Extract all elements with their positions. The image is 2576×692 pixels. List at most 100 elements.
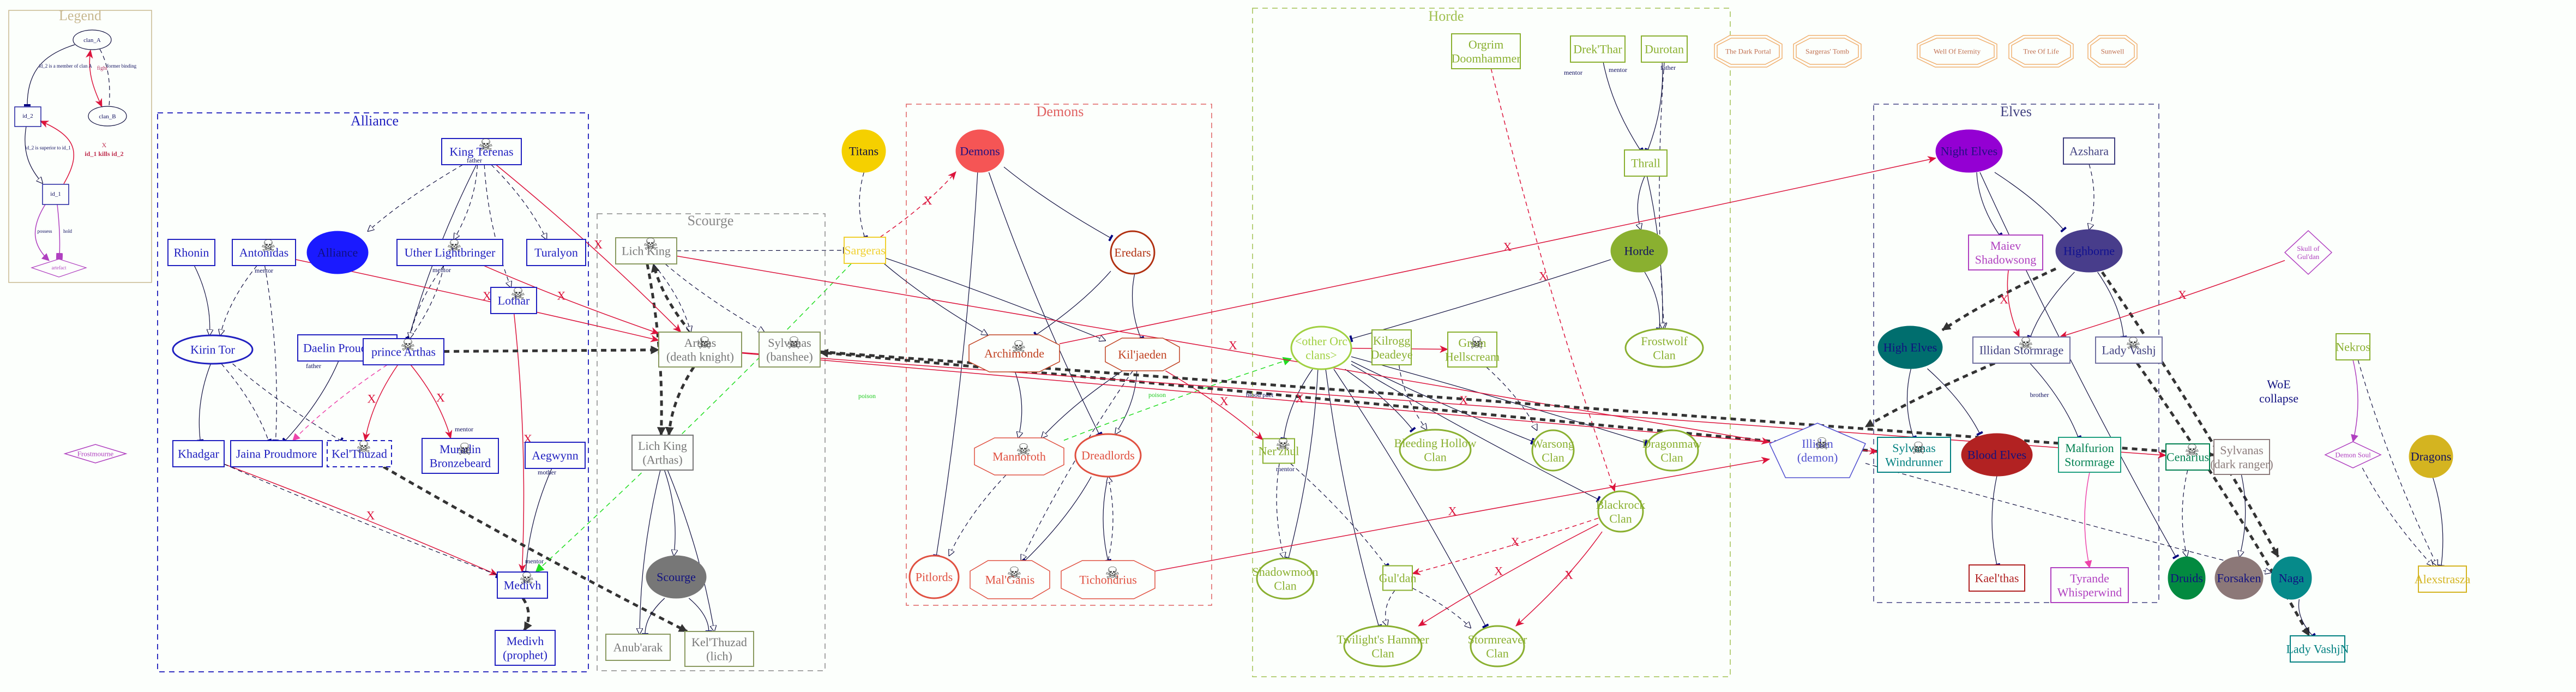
node-kaelthas[interactable]: Kael'thas [1969, 564, 2025, 592]
kill-mark: X [594, 238, 603, 251]
node-scourge[interactable]: Scourge [646, 555, 707, 599]
node-demon-soul[interactable]: Demon Soul [2324, 441, 2382, 468]
node-dreadlords[interactable]: Dreadlords [1074, 433, 1142, 478]
node-alliance[interactable]: Alliance [306, 231, 369, 274]
cluster-scourge-label: Scourge [688, 213, 734, 228]
node-medivh[interactable]: Medivh☠ [497, 570, 548, 599]
node-naga[interactable]: Naga [2271, 556, 2312, 600]
node-pitlords[interactable]: Pitlords [908, 555, 960, 599]
skull-icon: ☠ [1276, 436, 1291, 454]
node-mannoroth[interactable]: Mannoroth☠ [974, 437, 1064, 476]
node-lady-vashj-naga[interactable]: Lady VashjN [2286, 635, 2349, 663]
node-nerzhul[interactable]: Ner'zhul☠ [1259, 436, 1299, 464]
node-kirin-tor[interactable]: Kirin Tor [172, 334, 254, 365]
edge-uther-to-prince-arthas [410, 265, 444, 339]
node-horde[interactable]: Horde [1610, 229, 1668, 273]
node-uther[interactable]: Uther Lightbringer☠ [396, 237, 503, 266]
skull-icon: ☠ [261, 237, 276, 255]
node-label: Clan [1424, 450, 1447, 464]
legend-node-clan-b [88, 106, 127, 127]
node-highborne[interactable]: Highborne [2055, 229, 2123, 273]
node-lich-king-arthas[interactable]: Lich King(Arthas) [631, 435, 694, 471]
node-alexstrasza[interactable]: Alexstrasza [2415, 565, 2471, 593]
legend-node-artefact [31, 258, 87, 278]
node-kelthuzad[interactable]: Kel'Thuzad☠ [327, 438, 392, 467]
edge-medivh-to-medivh-prophet [521, 597, 532, 631]
node-tree-of-life[interactable]: Tree Of Life [2008, 35, 2074, 68]
node-titans[interactable]: Titans [841, 129, 886, 173]
node-malganis[interactable]: Mal'Ganis☠ [970, 560, 1050, 599]
node-dark-portal[interactable]: The Dark Portal [1714, 35, 1783, 68]
node-thrall[interactable]: Thrall [1624, 149, 1668, 177]
node-sylvanas-banshee[interactable]: Sylvanas(banshee)☠ [759, 332, 821, 368]
node-label: Forsaken [2217, 571, 2261, 585]
node-blood-elves[interactable]: Blood Elves [1961, 433, 2033, 477]
node-lich-king[interactable]: Lich King☠ [615, 236, 677, 264]
edge-antonidas-to-kirin-tor [220, 265, 257, 335]
node-rhonin[interactable]: Rhonin [167, 239, 215, 266]
node-cenarius[interactable]: Cenarius☠ [2165, 442, 2210, 471]
node-azshara[interactable]: Azshara [2063, 137, 2115, 165]
node-shape [2058, 437, 2121, 473]
node-prince-arthas[interactable]: prince Arthas☠ [363, 336, 444, 365]
edge-night-elves-to-highborne [1994, 172, 2067, 233]
node-jaina[interactable]: Jaina Proudmore [230, 440, 323, 467]
node-sargeras-tomb[interactable]: Sargeras' Tomb [1793, 35, 1862, 68]
node-forsaken[interactable]: Forsaken [2214, 556, 2264, 600]
node-shape [1382, 565, 1413, 591]
node-aegwynn[interactable]: Aegwynn [525, 442, 586, 469]
node-sylvanas-dark-ranger[interactable]: Sylvanas(dark ranger) [2210, 439, 2273, 475]
node-sunwell[interactable]: Sunwell [2087, 35, 2138, 68]
node-durotan[interactable]: Durotan [1641, 35, 1688, 63]
node-antonidas[interactable]: Antonidas☠ [232, 237, 296, 266]
node-kiljaeden[interactable]: Kil'jaeden [1105, 338, 1180, 371]
node-druids[interactable]: Druids [2168, 556, 2206, 600]
edge-label-father: father [306, 362, 321, 370]
node-dragons[interactable]: Dragons [2409, 435, 2453, 478]
node-eredars[interactable]: Eredars [1110, 230, 1155, 275]
node-lady-vashj[interactable]: Lady Vashj☠ [2095, 335, 2163, 364]
node-guldan[interactable]: Gul'dan [1379, 565, 1417, 591]
node-well-of-eternity[interactable]: Well Of Eternity [1917, 35, 1997, 68]
node-lothar[interactable]: Lothar☠ [490, 285, 537, 314]
node-tichondrius[interactable]: Tichondrius☠ [1061, 560, 1155, 599]
node-illidan-demon[interactable]: Illidan(demon)☠ [1768, 423, 1867, 478]
node-high-elves[interactable]: High Elves [1877, 326, 1943, 369]
node-kelthuzad-lich[interactable]: Kel'Thuzad(lich) [684, 631, 754, 667]
node-anubarak[interactable]: Anub'arak [605, 634, 671, 661]
node-medivh-prophet[interactable]: Medivh(prophet) [495, 630, 556, 666]
node-archimonde[interactable]: Archimonde☠ [968, 334, 1060, 372]
node-night-elves[interactable]: Night Elves [1935, 129, 2003, 173]
node-khadgar[interactable]: Khadgar [172, 440, 225, 467]
node-sargeras[interactable]: Sargeras [844, 237, 886, 264]
node-turalyon[interactable]: Turalyon [526, 239, 586, 266]
node-demons[interactable]: Demons [955, 129, 1004, 173]
node-king-terenas[interactable]: King Terenas☠ [441, 136, 522, 165]
node-illidan[interactable]: Illidan Stormrage☠ [1972, 335, 2071, 364]
node-nekros[interactable]: Nekros [2336, 333, 2370, 360]
node-arthas-dk[interactable]: Arthas(death knight)☠ [658, 332, 742, 368]
node-label: Naga [2279, 571, 2304, 585]
node-drekthar[interactable]: Drek'Thar [1570, 35, 1626, 63]
node-frostmourne[interactable]: Frostmourne [63, 444, 128, 464]
edge-demons-to-dreadlords [988, 172, 1103, 437]
node-label: (banshee) [766, 350, 813, 363]
